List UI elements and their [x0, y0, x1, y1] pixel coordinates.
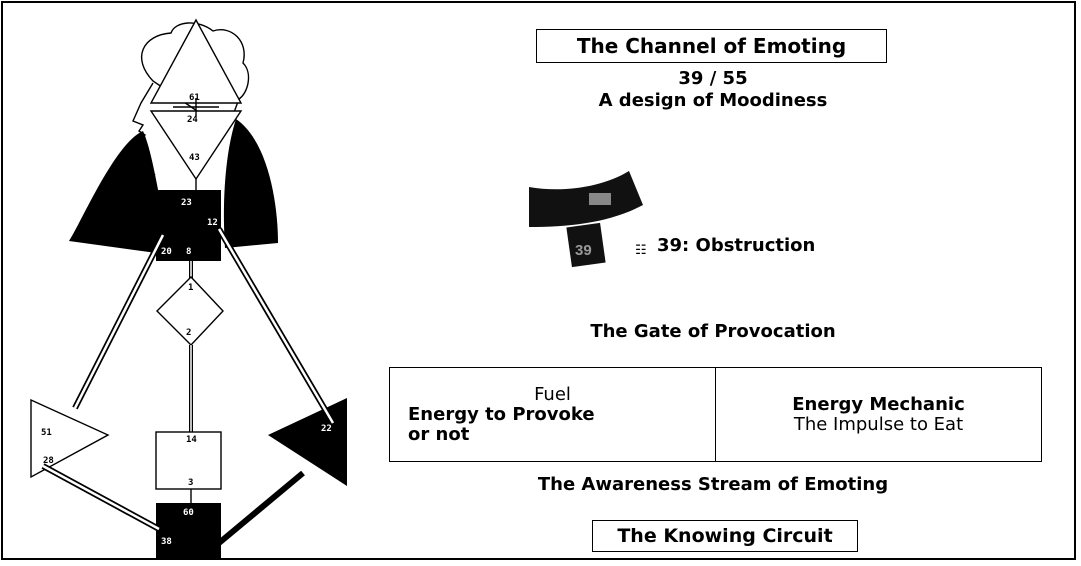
left-shoulder — [69, 131, 171, 255]
channel-numbers: 39 / 55 — [678, 68, 748, 89]
channel-title: The Channel of Emoting — [536, 29, 887, 63]
throat-center — [156, 190, 221, 261]
gate-label: 60 — [183, 508, 194, 518]
sacral-center — [155, 431, 222, 490]
fuel-heading: Fuel — [534, 383, 571, 405]
gate-label: 14 — [186, 435, 197, 445]
gate-label: 22 — [321, 424, 332, 434]
mechanic-heading: Energy Mechanic — [792, 393, 965, 415]
circuit-title: The Knowing Circuit — [592, 520, 858, 552]
gate-label: 3 — [188, 478, 193, 488]
gate-label: 8 — [186, 247, 191, 257]
gate-info-table: Fuel Energy to Provoke or not Energy Mec… — [389, 367, 1042, 462]
fuel-line1: Energy to Provoke — [408, 403, 595, 425]
stream-title: The Awareness Stream of Emoting — [537, 474, 889, 495]
gate-label: 23 — [181, 198, 192, 208]
solar-plexus-center — [268, 398, 347, 486]
gate-label: 1 — [188, 283, 193, 293]
gate-label: 2 — [186, 328, 191, 338]
mechanic-line1: The Impulse to Eat — [793, 413, 964, 435]
gate-name: The Gate of Provocation — [590, 321, 836, 342]
mechanic-cell: Energy Mechanic The Impulse to Eat — [715, 368, 1041, 461]
gate-label: 24 — [187, 115, 198, 125]
gate-tab — [589, 193, 611, 205]
fuel-line2: or not — [408, 423, 470, 445]
hexagram-icon: ☷ — [635, 243, 647, 258]
spleen-center — [30, 398, 110, 479]
bodygraph-diagram: 61 24 43 23 12 20 8 1 2 51 28 22 14 3 60… — [30, 18, 347, 558]
channel-subtitle: A design of Moodiness — [598, 90, 828, 111]
gate-badge — [566, 222, 606, 268]
gate-label: 20 — [161, 247, 172, 257]
gate-label: 43 — [189, 153, 200, 163]
root-fragment — [529, 171, 643, 227]
gate-label: 38 — [161, 537, 172, 547]
gate-label: 12 — [207, 218, 218, 228]
channel-39-55 — [217, 470, 305, 546]
gate-label: 28 — [43, 456, 54, 466]
fuel-cell: Fuel Energy to Provoke or not — [390, 368, 715, 461]
gate-label: 51 — [41, 428, 52, 438]
gate-graphic: 39 — [529, 171, 643, 268]
right-shoulder — [223, 119, 278, 248]
root-center — [156, 503, 221, 558]
gate-number-label: 39 — [575, 242, 592, 259]
gate-label-text: 39: Obstruction — [657, 235, 816, 256]
gate-label: 61 — [189, 93, 200, 103]
